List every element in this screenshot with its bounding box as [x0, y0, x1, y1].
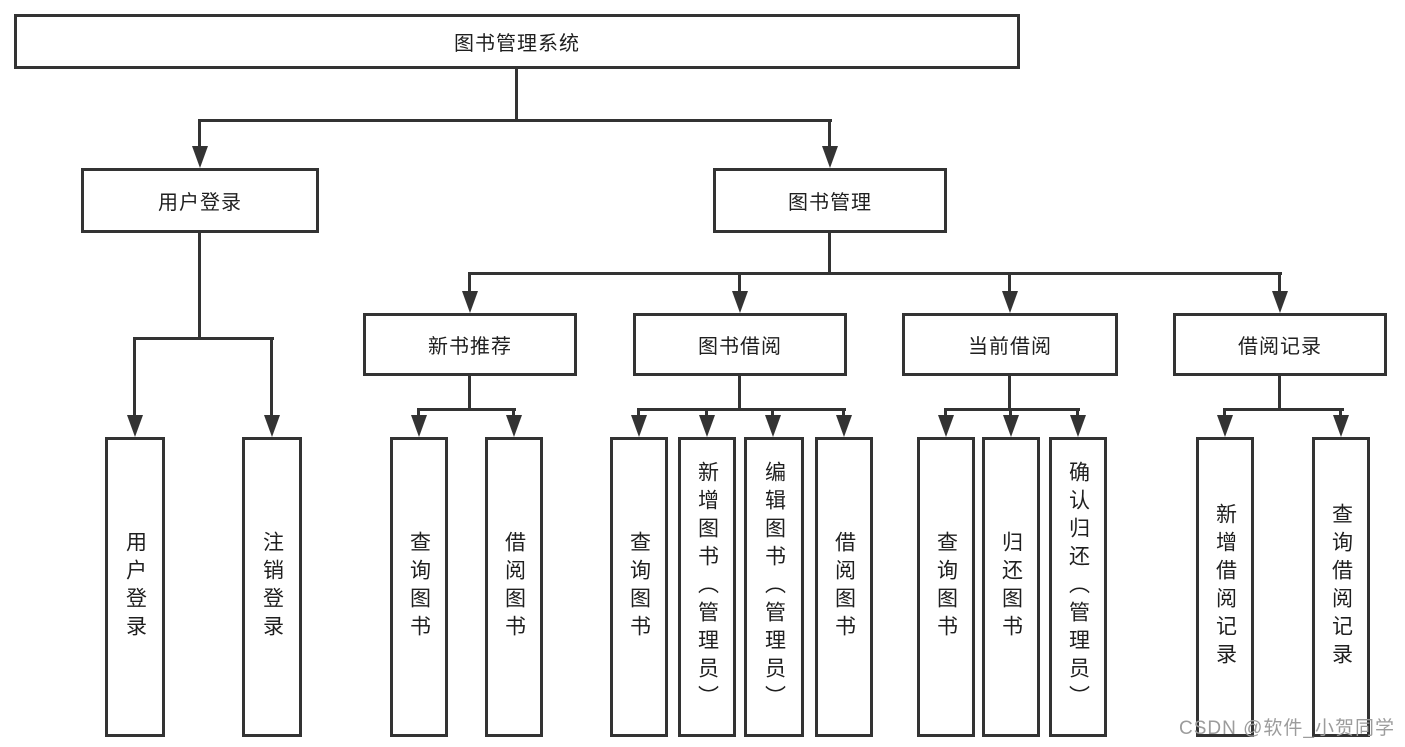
arrowhead-down-icon — [938, 415, 954, 437]
node-new-book-recommend: 新书推荐 — [363, 313, 577, 376]
arrowhead-down-icon — [1217, 415, 1233, 437]
leaf-add-borrow-record: 新增借阅记录 — [1196, 437, 1254, 737]
connector-current-crossbar — [944, 408, 1080, 411]
node-book-management: 图书管理 — [713, 168, 947, 233]
connector-leaf-stem — [1076, 408, 1079, 418]
arrowhead-down-icon — [1003, 415, 1019, 437]
connector-book-mgmt-stem — [828, 233, 831, 274]
arrowhead-down-icon — [699, 415, 715, 437]
connector-records-stem — [1278, 376, 1281, 411]
connector-records-crossbar — [1223, 408, 1344, 411]
leaf-return-books: 归还图书 — [982, 437, 1040, 737]
connector-to-borrow-records — [1278, 272, 1281, 295]
arrowhead-down-icon — [765, 415, 781, 437]
leaf-confirm-return-admin: 确认归还（管理员） — [1049, 437, 1107, 737]
connector-root-crossbar — [198, 119, 832, 122]
connector-leaf-stem — [705, 408, 708, 418]
leaf-query-books-borrow: 查询图书 — [610, 437, 668, 737]
connector-leaf-stem — [944, 408, 947, 418]
arrowhead-down-icon — [732, 291, 748, 313]
connector-to-current-borrow — [1008, 272, 1011, 295]
node-book-borrow: 图书借阅 — [633, 313, 847, 376]
connector-leaf-stem — [512, 408, 515, 418]
csdn-watermark: CSDN @软件_小贺同学 — [1179, 718, 1395, 739]
arrowhead-down-icon — [836, 415, 852, 437]
connector-leaf-stem — [1009, 408, 1012, 418]
connector-to-leaf-user-login — [133, 337, 136, 417]
node-current-borrow: 当前借阅 — [902, 313, 1118, 376]
connector-user-login-crossbar — [133, 337, 274, 340]
arrowhead-down-icon — [1333, 415, 1349, 437]
connector-recommend-stem — [468, 376, 471, 411]
connector-borrow-crossbar — [637, 408, 846, 411]
node-borrow-records: 借阅记录 — [1173, 313, 1387, 376]
connector-leaf-stem — [842, 408, 845, 418]
arrowhead-down-icon — [506, 415, 522, 437]
leaf-edit-books-admin: 编辑图书（管理员） — [744, 437, 804, 737]
connector-to-new-book-recommend — [468, 272, 471, 295]
connector-borrow-stem — [738, 376, 741, 411]
leaf-add-books-admin: 新增图书（管理员） — [678, 437, 736, 737]
connector-to-user-login — [198, 119, 201, 148]
arrowhead-down-icon — [1002, 291, 1018, 313]
leaf-logout: 注销登录 — [242, 437, 302, 737]
arrowhead-down-icon — [411, 415, 427, 437]
connector-root-stem — [515, 69, 518, 121]
leaf-query-books-current: 查询图书 — [917, 437, 975, 737]
leaf-borrow-books-recommend: 借阅图书 — [485, 437, 543, 737]
connector-leaf-stem — [771, 408, 774, 418]
arrowhead-down-icon — [631, 415, 647, 437]
node-user-login: 用户登录 — [81, 168, 319, 233]
arrowhead-down-icon — [1070, 415, 1086, 437]
connector-leaf-stem — [1339, 408, 1342, 418]
leaf-user-login: 用户登录 — [105, 437, 165, 737]
connector-to-leaf-logout — [270, 337, 273, 417]
connector-leaf-stem — [1223, 408, 1226, 418]
connector-current-stem — [1008, 376, 1011, 411]
connector-leaf-stem — [637, 408, 640, 418]
connector-to-book-borrow — [738, 272, 741, 295]
arrowhead-down-icon — [822, 146, 838, 168]
connector-leaf-stem — [417, 408, 420, 418]
arrowhead-down-icon — [192, 146, 208, 168]
connector-to-book-management — [828, 119, 831, 148]
leaf-query-borrow-record: 查询借阅记录 — [1312, 437, 1370, 737]
arrowhead-down-icon — [1272, 291, 1288, 313]
arrowhead-down-icon — [264, 415, 280, 437]
leaf-query-books-recommend: 查询图书 — [390, 437, 448, 737]
connector-recommend-crossbar — [417, 408, 516, 411]
arrowhead-down-icon — [462, 291, 478, 313]
connector-user-login-stem — [198, 233, 201, 339]
leaf-borrow-books: 借阅图书 — [815, 437, 873, 737]
arrowhead-down-icon — [127, 415, 143, 437]
node-root-library-system: 图书管理系统 — [14, 14, 1020, 69]
connector-book-mgmt-crossbar — [468, 272, 1282, 275]
